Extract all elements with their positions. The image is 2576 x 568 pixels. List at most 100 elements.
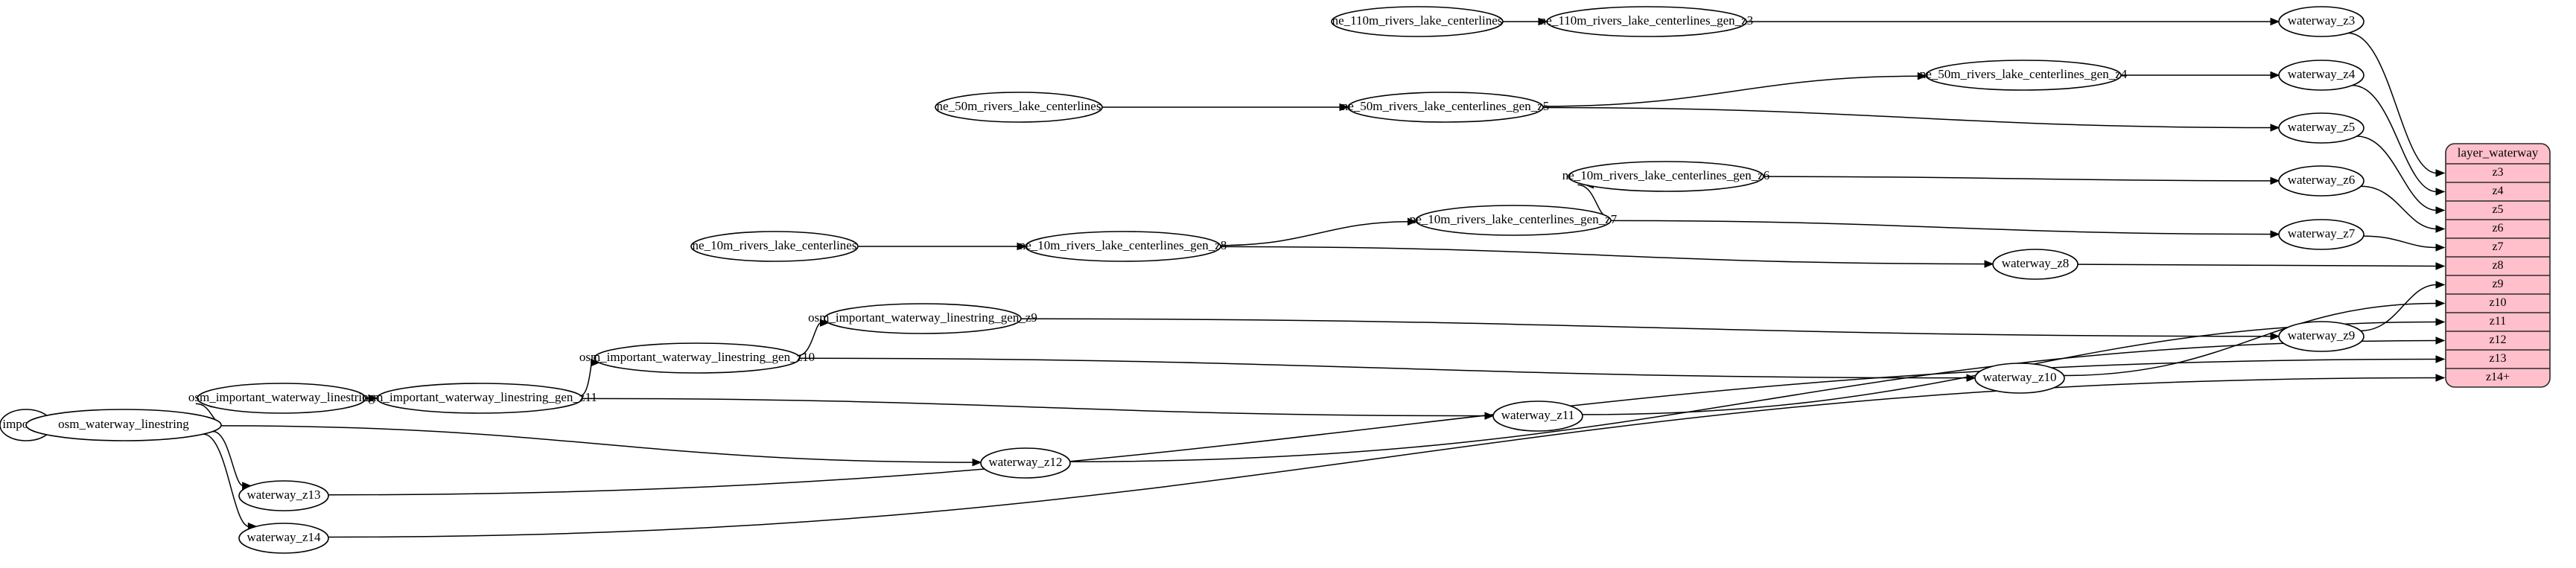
node-waterway_z4[interactable]: waterway_z4 bbox=[2278, 60, 2364, 91]
edge-osm_important_waterway_linestring_gen_z11--to--osm_important_waterway_linestring_gen_z10 bbox=[580, 362, 593, 397]
node-shape[interactable] bbox=[980, 447, 1071, 479]
record-cell-z5[interactable]: z5 bbox=[2492, 203, 2503, 216]
node-osm_important_waterway_linestring[interactable]: osm_important_waterway_linestring bbox=[188, 383, 375, 414]
node-osm_important_waterway_linestring_gen_z11[interactable]: osm_important_waterway_linestring_gen_z1… bbox=[362, 383, 597, 414]
record-cell-z11[interactable]: z11 bbox=[2490, 315, 2507, 328]
edge-ne_50m_rivers_lake_centerlines_gen_z5--to--ne_50m_rivers_lake_centerlines_gen_z4 bbox=[1542, 75, 1919, 107]
node-ne_10m_rivers_lake_centerlines_gen_z6[interactable]: ne_10m_rivers_lake_centerlines_gen_z6 bbox=[1562, 161, 1770, 192]
edge-arrowhead bbox=[1917, 72, 1927, 80]
record-cell-z13[interactable]: z13 bbox=[2489, 352, 2506, 365]
record-cell-z9[interactable]: z9 bbox=[2492, 278, 2503, 290]
record-cell-z14plus[interactable]: z14+ bbox=[2486, 371, 2510, 383]
node-shape[interactable] bbox=[2278, 112, 2364, 144]
edge-arrowhead bbox=[1407, 217, 1417, 226]
edge-waterway_z5--to--layer_waterway-z5 bbox=[2356, 135, 2437, 211]
node-ne_110m_rivers_lake_centerlines[interactable]: ne_110m_rivers_lake_centerlines bbox=[1331, 6, 1504, 37]
edge-arrowhead bbox=[2435, 355, 2446, 363]
record-node-layer: layer_waterway z3 z4 z5 z6 z7 z8 z9 z10 z11 z12 z13… bbox=[2445, 143, 2551, 388]
edge-arrowhead bbox=[2270, 230, 2280, 238]
node-shape[interactable] bbox=[25, 409, 222, 441]
edge-arrowhead bbox=[1339, 103, 1349, 112]
record-title: layer_waterway bbox=[2458, 145, 2539, 159]
record-cell-z10[interactable]: z10 bbox=[2489, 296, 2506, 309]
node-waterway_z6[interactable]: waterway_z6 bbox=[2278, 165, 2364, 197]
node-ne_10m_rivers_lake_centerlines_gen_z7[interactable]: ne_10m_rivers_lake_centerlines_gen_z7 bbox=[1410, 205, 1618, 236]
node-shape[interactable] bbox=[824, 303, 1022, 334]
node-shape[interactable] bbox=[2278, 165, 2364, 197]
edge-ne_10m_rivers_lake_centerlines_gen_z8--to--waterway_z8 bbox=[1220, 246, 1986, 265]
record-node-layer-waterway[interactable] bbox=[2445, 143, 2551, 388]
node-shape[interactable] bbox=[594, 342, 801, 374]
edge-ne_50m_rivers_lake_centerlines_gen_z5--to--waterway_z5 bbox=[1542, 106, 2272, 129]
edge-waterway_z13--to--layer_waterway-z13 bbox=[328, 358, 2437, 496]
node-shape[interactable] bbox=[1492, 401, 1583, 432]
node-waterway_z11[interactable]: waterway_z11 bbox=[1492, 401, 1583, 432]
node-waterway_z7[interactable]: waterway_z7 bbox=[2278, 219, 2364, 250]
node-waterway_z13[interactable]: waterway_z13 bbox=[238, 480, 329, 511]
node-osm_important_waterway_linestring_gen_z9[interactable]: osm_important_waterway_linestring_gen_z9 bbox=[808, 303, 1037, 334]
record-cell-z4[interactable]: z4 bbox=[2492, 185, 2503, 197]
node-waterway_z10[interactable]: waterway_z10 bbox=[1974, 363, 2065, 394]
node-shape[interactable] bbox=[1925, 60, 2122, 91]
node-shape[interactable] bbox=[1025, 231, 1221, 262]
node-shape[interactable] bbox=[1415, 205, 1612, 236]
edge-arrowhead bbox=[591, 358, 600, 367]
edge-arrowhead bbox=[2435, 262, 2446, 270]
node-shape[interactable] bbox=[1331, 6, 1504, 37]
record-cell-z8[interactable]: z8 bbox=[2492, 259, 2503, 272]
edge-arrowhead bbox=[2435, 206, 2446, 214]
node-shape[interactable] bbox=[1347, 92, 1544, 123]
node-shape[interactable] bbox=[2278, 6, 2364, 37]
node-shape[interactable] bbox=[2278, 219, 2364, 250]
node-ne_110m_rivers_lake_centerlines_gen_z3[interactable]: ne_110m_rivers_lake_centerlines_gen_z3 bbox=[1540, 6, 1753, 37]
edge-waterway_z9--to--layer_waterway-z9 bbox=[2360, 284, 2437, 332]
edge-arrowhead bbox=[819, 319, 830, 327]
node-osm_waterway_linestring[interactable]: osm_waterway_linestring bbox=[25, 409, 222, 441]
node-ne_50m_rivers_lake_centerlines_gen_z5[interactable]: ne_50m_rivers_lake_centerlines_gen_z5 bbox=[1342, 92, 1550, 123]
node-osm_important_waterway_linestring_gen_z10[interactable]: osm_important_waterway_linestring_gen_z1… bbox=[579, 342, 815, 374]
record-cell-z3[interactable]: z3 bbox=[2492, 166, 2503, 179]
node-ne_50m_rivers_lake_centerlines_gen_z4[interactable]: ne_50m_rivers_lake_centerlines_gen_z4 bbox=[1920, 60, 2128, 91]
edge-arrowhead bbox=[2270, 176, 2280, 185]
node-shape[interactable] bbox=[2278, 60, 2364, 91]
edge-waterway_z8--to--layer_waterway-z8 bbox=[2077, 264, 2437, 267]
node-ne_10m_rivers_lake_centerlines_gen_z8[interactable]: ne_10m_rivers_lake_centerlines_gen_z8 bbox=[1020, 231, 1227, 262]
node-shape[interactable] bbox=[1992, 249, 2079, 280]
node-waterway_z12[interactable]: waterway_z12 bbox=[980, 447, 1071, 479]
edge-arrowhead bbox=[2435, 243, 2446, 252]
node-waterway_z3[interactable]: waterway_z3 bbox=[2278, 6, 2364, 37]
node-shape[interactable] bbox=[1568, 161, 1764, 192]
record-cell-z12[interactable]: z12 bbox=[2489, 334, 2506, 346]
node-shape[interactable] bbox=[238, 480, 329, 511]
edge-arrowhead bbox=[2270, 124, 2280, 132]
node-shape[interactable] bbox=[690, 231, 859, 262]
node-waterway_z14[interactable]: waterway_z14 bbox=[238, 523, 329, 554]
edge-arrowhead bbox=[2435, 318, 2446, 326]
edge-arrowhead bbox=[2270, 332, 2280, 340]
node-waterway_z8[interactable]: waterway_z8 bbox=[1992, 249, 2079, 280]
record-cell-z6[interactable]: z6 bbox=[2492, 222, 2503, 234]
edge-arrowhead bbox=[2435, 281, 2446, 289]
edge-osm_waterway_linestring--to--waterway_z13 bbox=[212, 430, 244, 487]
record-cell-z7[interactable]: z7 bbox=[2492, 240, 2503, 253]
node-waterway_z5[interactable]: waterway_z5 bbox=[2278, 112, 2364, 144]
node-shape[interactable] bbox=[2278, 321, 2364, 352]
node-waterway_z9[interactable]: waterway_z9 bbox=[2278, 321, 2364, 352]
nodes-layer: imposm3osm_waterway_linestringosm_import… bbox=[0, 6, 2364, 554]
edge-arrowhead bbox=[2270, 17, 2280, 26]
edge-osm_important_waterway_linestring_gen_z9--to--waterway_z9 bbox=[1020, 318, 2272, 337]
node-ne_50m_rivers_lake_centerlines[interactable]: ne_50m_rivers_lake_centerlines bbox=[935, 92, 1103, 123]
edges-layer bbox=[19, 17, 2446, 538]
edge-waterway_z10--to--layer_waterway-z10 bbox=[2064, 302, 2437, 377]
node-ne_10m_rivers_lake_centerlines[interactable]: ne_10m_rivers_lake_centerlines bbox=[690, 231, 859, 262]
node-shape[interactable] bbox=[1546, 6, 1747, 37]
edge-osm_waterway_linestring--to--waterway_z14 bbox=[203, 433, 249, 527]
node-shape[interactable] bbox=[1974, 363, 2065, 394]
node-shape[interactable] bbox=[376, 383, 583, 414]
node-shape[interactable] bbox=[238, 523, 329, 554]
node-shape[interactable] bbox=[197, 383, 366, 414]
edge-arrowhead bbox=[368, 394, 378, 403]
node-shape[interactable] bbox=[935, 92, 1103, 123]
